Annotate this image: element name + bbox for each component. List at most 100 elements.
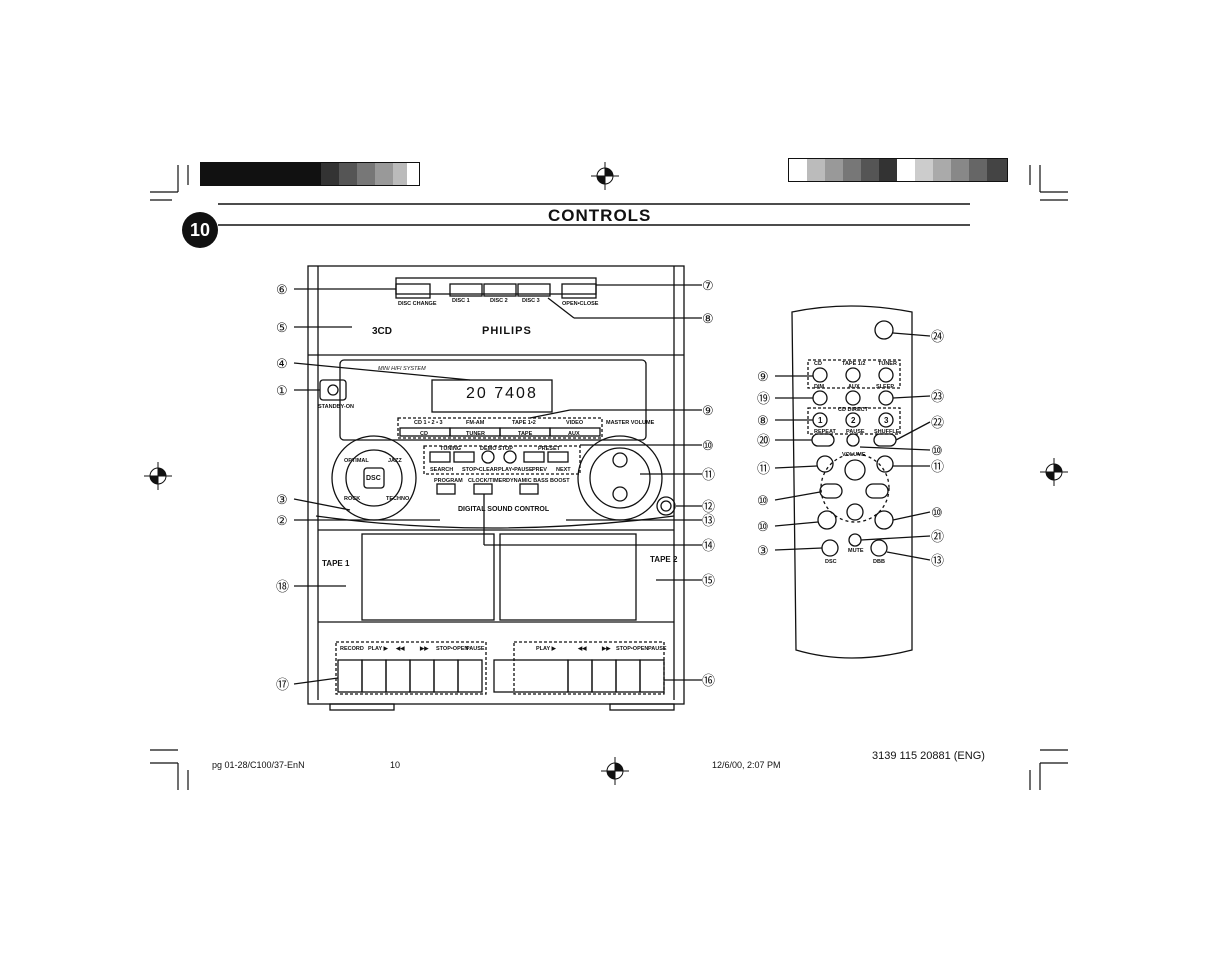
remote-callout-10-left-a: ⑩ [757, 493, 769, 508]
remote-callout-23: ㉓ [931, 389, 944, 404]
remote-repeat-button [811, 433, 835, 447]
registration-target-icon [1040, 458, 1068, 486]
callout-3: ③ [276, 492, 288, 507]
three-cd-logo: 3CD [372, 326, 392, 337]
footer-page: 10 [390, 760, 401, 770]
dsc-ring-optimal: OPTIMAL [344, 458, 369, 464]
deck1-label-0: RECORD [340, 646, 364, 652]
page-title: CONTROLS [548, 206, 652, 225]
src-label-top-2: TAPE 1•2 [512, 420, 536, 426]
remote-cd-label: CD [814, 361, 822, 367]
remote-pause-button [846, 433, 860, 447]
remote-ff-button [874, 510, 894, 530]
remote-tuner-label: TUNER [878, 361, 897, 367]
remote-callout-9: ⑨ [757, 369, 769, 384]
src-label-aux: AUX [568, 431, 580, 437]
master-volume-label: MASTER VOLUME [606, 420, 655, 426]
search-label: SEARCH [430, 467, 453, 473]
callout-10: ⑩ [702, 438, 714, 453]
program-label: PROGRAM [434, 478, 463, 484]
clock-timer-button [473, 483, 493, 495]
disc3-button [517, 283, 551, 297]
deck1-label-3: ▶▶ [419, 645, 429, 652]
dbb-button [519, 483, 539, 495]
remote-rew-button [817, 510, 837, 530]
aux-button [549, 427, 601, 437]
remote-mute-label: MUTE [848, 548, 864, 554]
standby-on-label: STANDBY-ON [318, 404, 354, 410]
disc1-button [449, 283, 483, 297]
headphone-jack [656, 496, 676, 516]
callout-7: ⑦ [702, 278, 714, 293]
remote-standby-button [874, 320, 894, 340]
remote-callout-10-right-b: ⑩ [931, 505, 943, 520]
display-readout: 20 7408 [466, 385, 538, 402]
remote-disc2-button [845, 412, 861, 428]
remote-dsc-button [821, 539, 839, 557]
unit-body [307, 265, 685, 705]
callout-11: ⑪ [702, 467, 715, 482]
disc-change-label: DISC CHANGE [398, 301, 437, 307]
remote-callout-13: ⑬ [931, 553, 944, 568]
remote-dim-label: DIM [814, 384, 825, 390]
src-label-top-0: CD 1 • 2 • 3 [414, 420, 443, 426]
clock-timer-label: CLOCK/TIMER [468, 478, 506, 484]
registration-bar-right [788, 158, 1008, 182]
prev-label: PREV [532, 467, 547, 473]
remote-callout-10-left-b: ⑩ [757, 519, 769, 534]
tuning-label: TUNING [440, 446, 461, 452]
remote-callout-8: ⑧ [757, 413, 769, 428]
remote-callout-11-right: ⑪ [931, 459, 944, 474]
deck2-label-1: ◀◀ [577, 645, 587, 652]
footer-doc-ref: pg 01-28/C100/37-EnN [212, 760, 305, 770]
mini-hifi-label: MINI HIFI SYSTEM [378, 366, 426, 372]
remote-stop-button [846, 503, 864, 521]
remote-play-button [844, 459, 866, 481]
dsc-ring-jazz: JAZZ [388, 458, 402, 464]
dsc-control-label: DIGITAL SOUND CONTROL [458, 506, 550, 513]
registration-target-icon [144, 462, 172, 490]
registration-target-icon [591, 162, 619, 190]
remote-vol-plus-button [876, 455, 894, 473]
callout-2: ② [276, 513, 288, 528]
remote-sleep-label: SLEEP [876, 384, 894, 390]
remote-dbb-label: DBB [873, 559, 885, 565]
remote-aux-label: AUX [848, 384, 860, 390]
remote-callout-24: ㉔ [931, 329, 944, 344]
remote-callout-22: ㉒ [931, 415, 944, 430]
remote-body [791, 305, 913, 659]
remote-prev-button [819, 483, 843, 499]
deck1-label-4: STOP•OPEN [436, 646, 468, 652]
src-label-tuner: TUNER [466, 431, 485, 437]
play-pause-label: PLAY•PAUSE [498, 467, 533, 473]
deck1-label-1: PLAY ▶ [368, 645, 389, 652]
standby-on-button [319, 379, 347, 401]
callout-17: ⑰ [276, 677, 289, 692]
remote-callout-19: ⑲ [757, 391, 770, 406]
remote-repeat-label: REPEAT [814, 429, 837, 435]
disc-change-button [395, 283, 431, 299]
remote-aux-button [845, 390, 861, 406]
next-label: NEXT [556, 467, 571, 473]
callout-13: ⑬ [702, 513, 715, 528]
disc2-label: DISC 2 [490, 298, 508, 304]
remote-dbb-button [870, 539, 888, 557]
remote-diagram: CD TAPE 1/2 TUNER DIM AUX SLEEP CD DIREC… [757, 305, 944, 659]
tape1-door [361, 533, 495, 621]
remote-dim-button [812, 390, 828, 406]
registration-bar-left [200, 162, 420, 186]
open-close-label: OPEN•CLOSE [562, 301, 599, 307]
brand-logo: PHILIPS [482, 325, 532, 337]
remote-tape-button [845, 367, 861, 383]
deck2-label-4: PAUSE [648, 646, 667, 652]
preset-label: PRESET [538, 446, 561, 452]
remote-mute-button [848, 533, 862, 547]
dsc-ring-rock: ROCK [344, 496, 360, 502]
remote-callout-10-right-a: ⑩ [931, 443, 943, 458]
program-button [436, 483, 456, 495]
remote-disc3-button [878, 412, 894, 428]
src-label-tape: TAPE [518, 431, 533, 437]
page-number-badge: 10 [182, 212, 218, 248]
dsc-label: DSC [366, 475, 381, 482]
tape2-label: TAPE 2 [650, 555, 678, 564]
